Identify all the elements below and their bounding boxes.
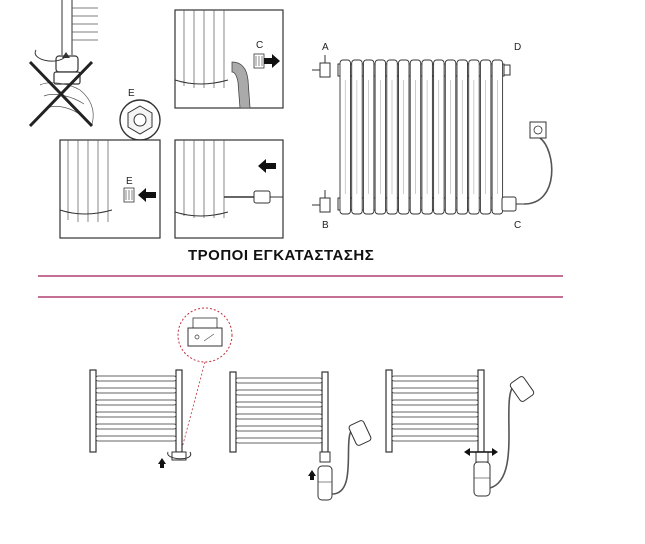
towel-rail-2: [229, 371, 372, 501]
rail-bar: [235, 389, 323, 396]
plug-icon: [509, 376, 535, 402]
rail-3-bars: [391, 375, 479, 442]
double-arrow-icon: [464, 448, 498, 456]
towel-rail-3: [385, 369, 535, 497]
rail-bar: [391, 387, 479, 394]
radiator-sections: [339, 59, 504, 215]
panel-no-rotate: [28, 0, 110, 130]
label-d: D: [514, 42, 521, 53]
rail-bar: [95, 423, 177, 430]
arrow-up-icon: [158, 458, 166, 468]
rail-bar: [95, 399, 177, 406]
radiator-main: A B D C: [312, 42, 553, 231]
label-b: B: [322, 220, 329, 231]
panel-insert-e: E: [59, 139, 161, 239]
rail-bar: [95, 375, 177, 382]
arrow-up-icon: [308, 470, 316, 480]
rail-bar: [391, 423, 479, 430]
heater-c: C: [501, 137, 553, 231]
panel-insert-heater: [174, 139, 284, 239]
label-c-right: C: [514, 220, 521, 231]
valve-a: A: [312, 42, 331, 78]
zoom-detail-circle: [177, 307, 233, 449]
cap-d: D: [503, 42, 521, 76]
plug-icon: [348, 420, 372, 446]
label-e-panel: E: [126, 176, 133, 187]
rail-1-bars: [95, 375, 177, 442]
rail-bar: [235, 401, 323, 408]
rail-bar: [95, 411, 177, 418]
rail-bar: [235, 437, 323, 444]
panel-remove-c: C: [174, 9, 284, 109]
rail-bar: [391, 411, 479, 418]
rail-bar: [391, 435, 479, 442]
label-e-circle: E: [128, 88, 135, 99]
arrow-left-icon: [138, 188, 156, 202]
valve-b: B: [312, 190, 331, 231]
rail-bar: [235, 413, 323, 420]
arrow-left-icon: [258, 159, 276, 173]
arrow-right-icon: [264, 54, 280, 68]
wall-socket-icon: [529, 121, 547, 139]
label-a: A: [322, 42, 329, 53]
page-title: ΤΡΟΠΟΙ ΕΓΚΑΤΑΣΤΑΣΗΣ: [188, 247, 374, 264]
rail-bar: [391, 399, 479, 406]
rail-2-bars: [235, 377, 323, 444]
rail-bar: [95, 387, 177, 394]
towel-rail-1: [89, 307, 233, 468]
rail-bar: [391, 375, 479, 382]
rail-bar: [95, 435, 177, 442]
label-c-top: C: [256, 40, 263, 51]
forbidden-cross-icon: [28, 60, 94, 128]
nut-detail-e: E: [119, 88, 161, 141]
rail-bar: [235, 377, 323, 384]
rail-bar: [235, 425, 323, 432]
